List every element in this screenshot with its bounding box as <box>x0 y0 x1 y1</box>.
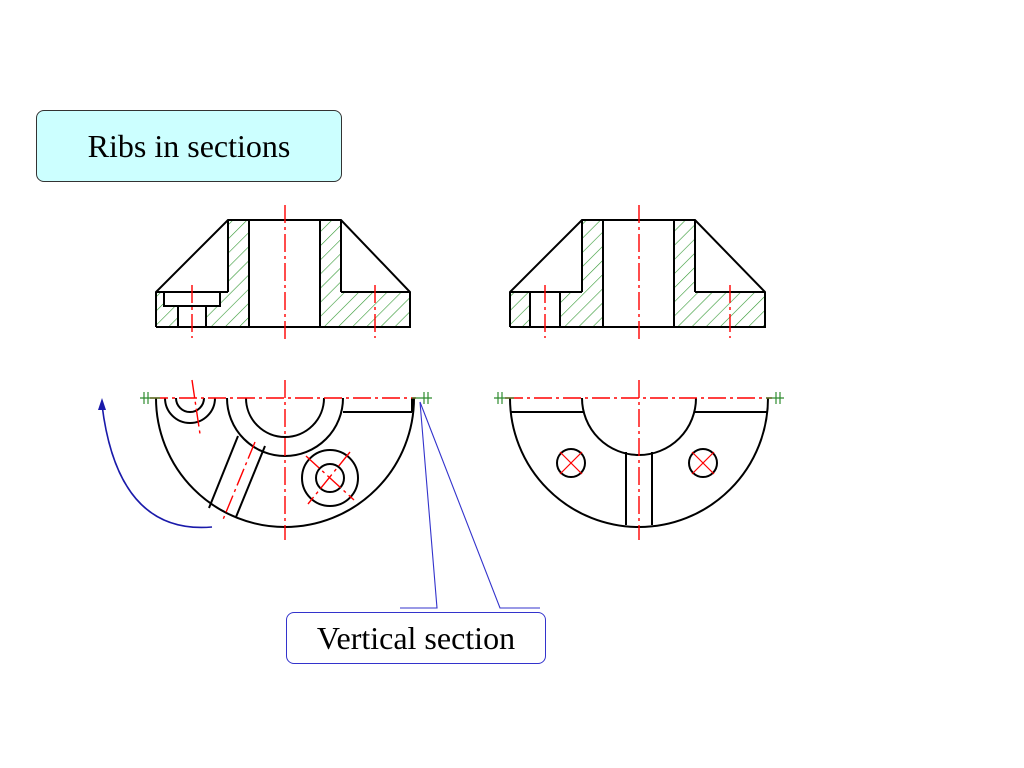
right-hatch-right-wall <box>674 220 765 327</box>
callout-leader <box>400 401 540 609</box>
right-front-section <box>509 205 766 342</box>
rotation-arrow <box>98 398 213 529</box>
left-front-section <box>155 205 411 342</box>
title-box: Ribs in sections <box>36 110 342 182</box>
right-hatch-left-wall <box>560 220 603 327</box>
callout-box: Vertical section <box>286 612 546 664</box>
right-hatch-left-flange <box>510 292 530 327</box>
left-top-view <box>140 379 432 540</box>
slide-title: Ribs in sections <box>87 127 291 164</box>
callout-label: Vertical section <box>316 619 516 656</box>
left-hatch-right-wall <box>320 220 410 327</box>
right-top-view <box>494 380 784 540</box>
